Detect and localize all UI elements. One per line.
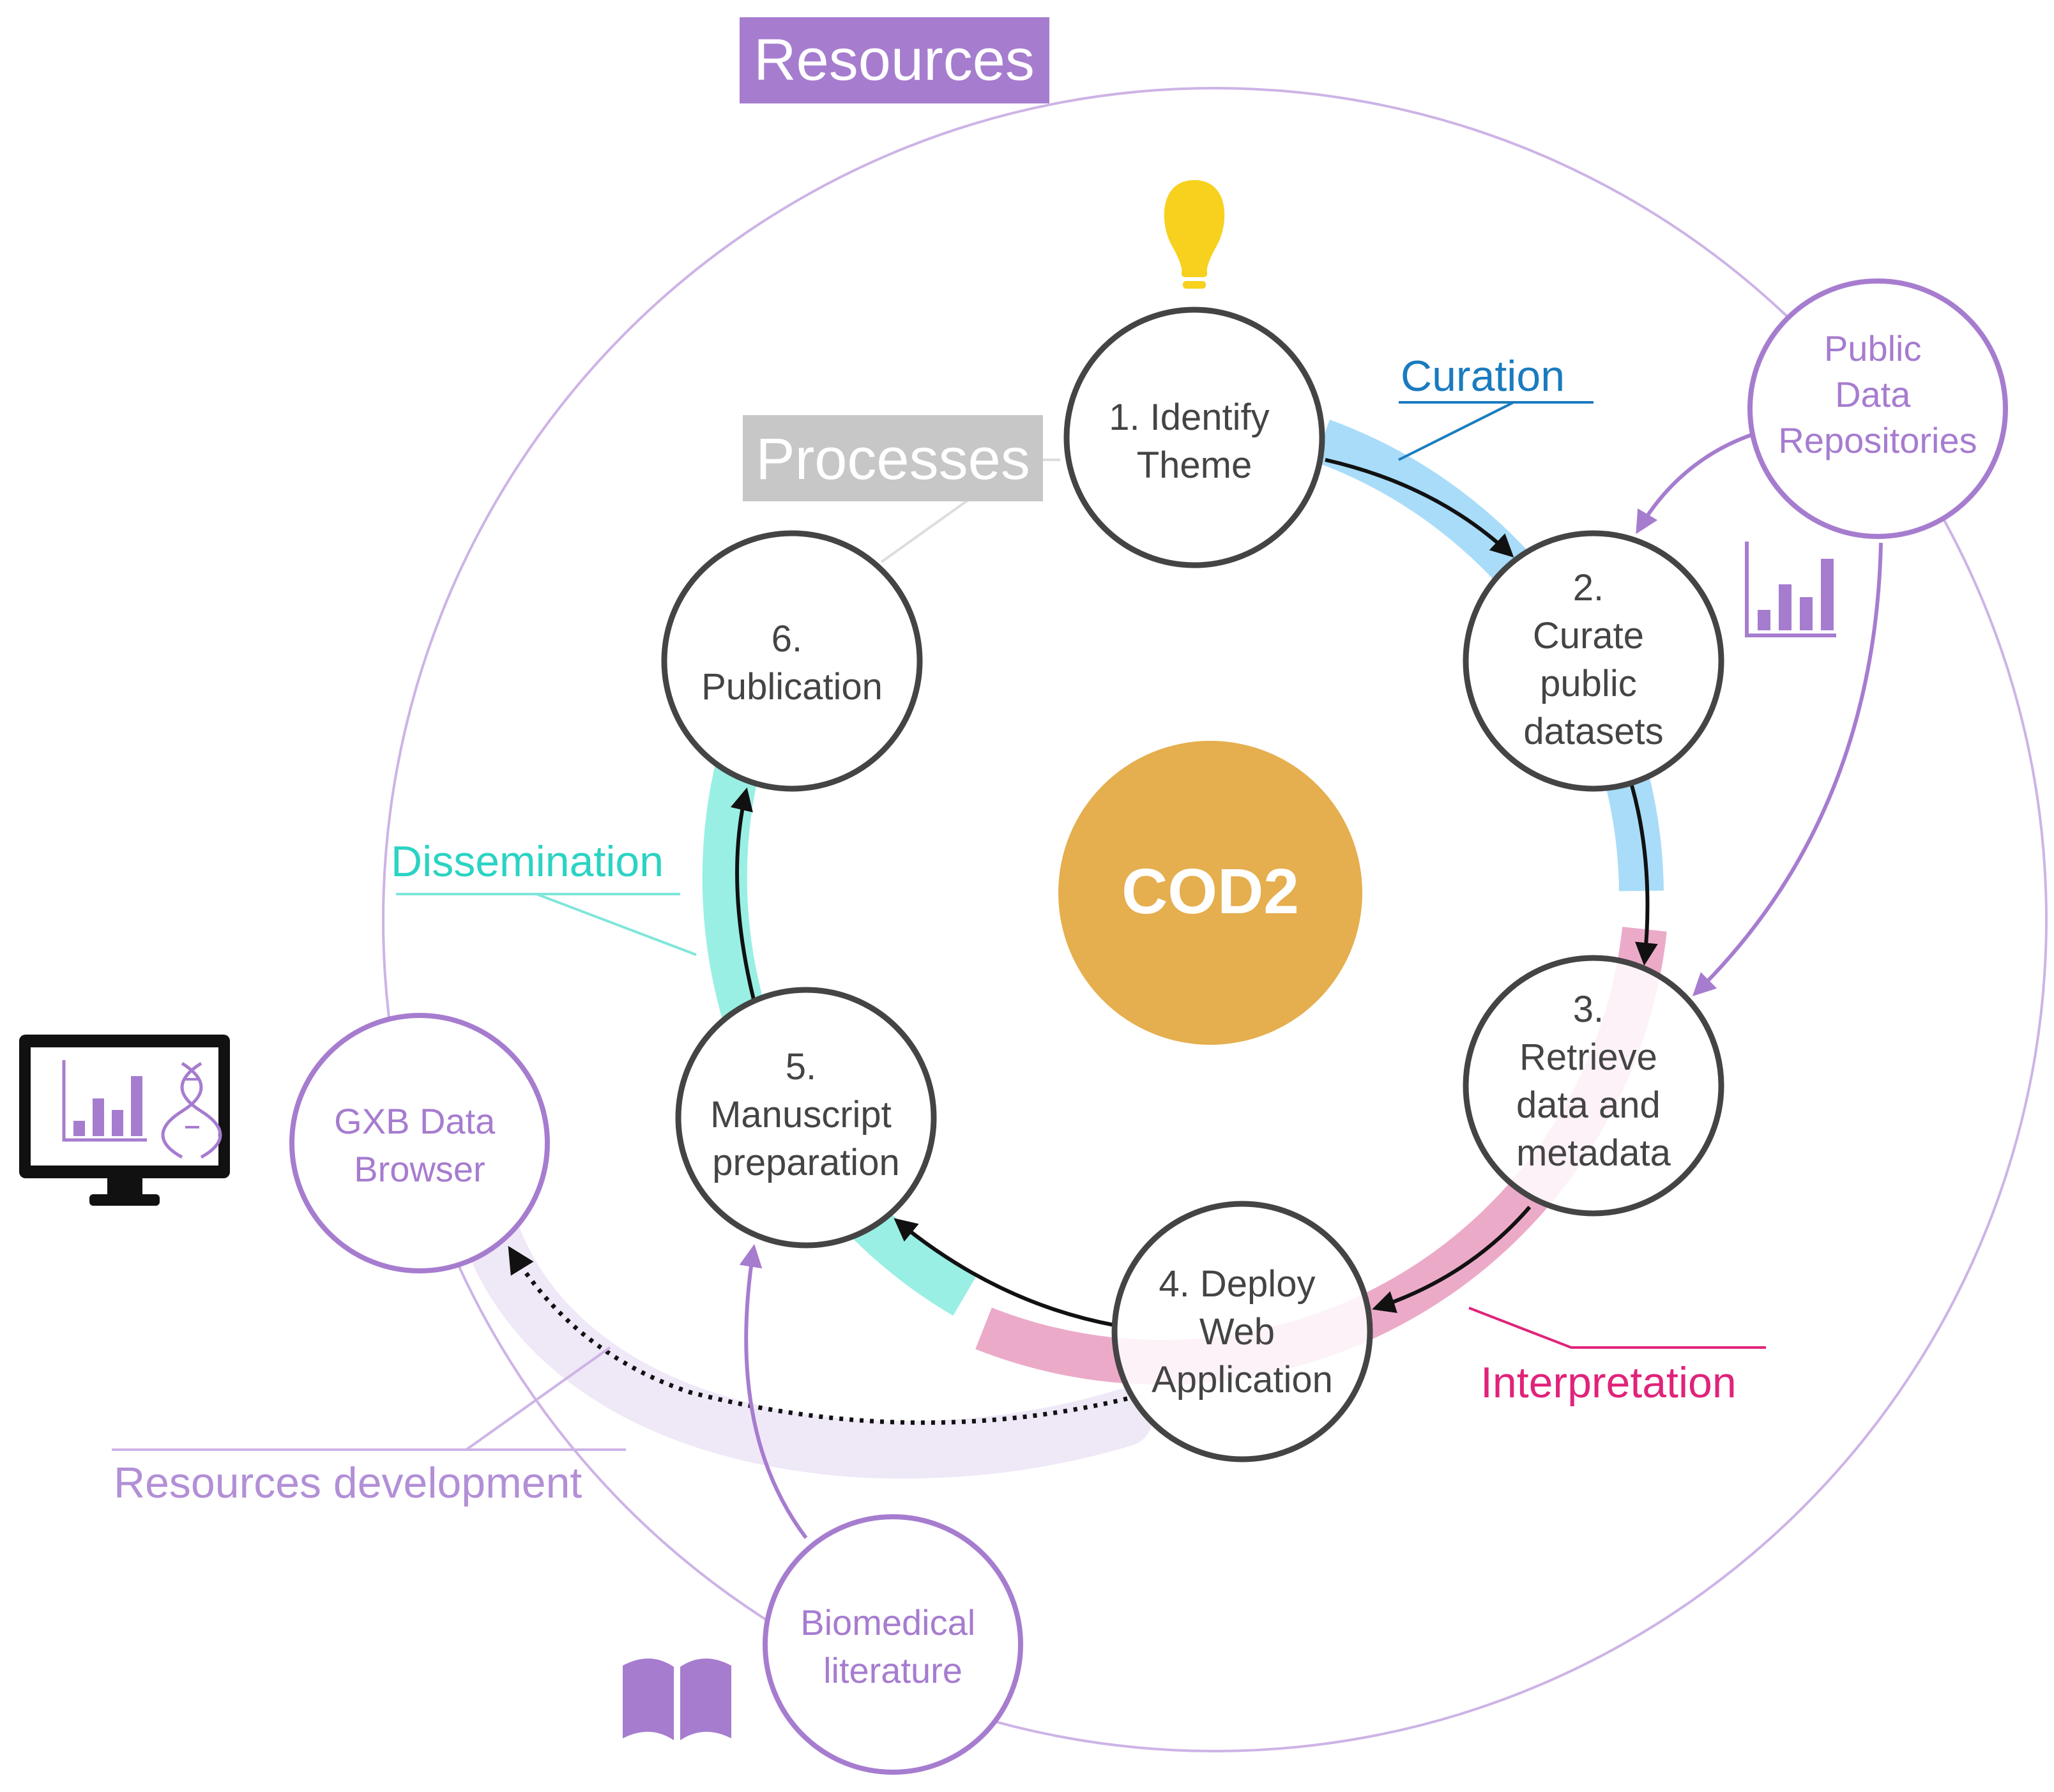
svg-text:3. Retrieve data a: 3. Retrieve data and metadata xyxy=(1516,989,1671,1174)
step-label-line: datasets xyxy=(1523,711,1663,752)
step-retrieve-data-and-metadata: 3. Retrieve data and metadata xyxy=(1463,955,1724,1217)
center-label: COD2 xyxy=(1122,856,1299,927)
step-label-line: Application xyxy=(1152,1359,1333,1401)
step-label-line: 3. xyxy=(1573,989,1604,1030)
arrow-5-to-6 xyxy=(730,787,756,1000)
svg-text:1. Identify Theme: 1. Identify Theme xyxy=(1109,397,1280,486)
svg-text:Biomedical literature: Biomedical literature xyxy=(800,1602,985,1690)
resource-biomedical-literature: Biomedical literature xyxy=(763,1514,1023,1775)
monitor-icon xyxy=(19,1035,230,1206)
arrow-repositories-to-step3 xyxy=(1692,542,1883,997)
resource-gxb-data-browser: GXB Data Browser xyxy=(289,1013,550,1273)
step-label-line: 5. xyxy=(786,1046,816,1088)
step-label-line: public xyxy=(1540,663,1637,704)
dissemination-label: Dissemination xyxy=(391,837,664,886)
bar-chart-icon xyxy=(62,1060,147,1142)
curation-label: Curation xyxy=(1401,352,1565,400)
step-label-line: preparation xyxy=(712,1142,899,1183)
resource-label-line: Browser xyxy=(354,1149,485,1189)
dna-icon xyxy=(161,1061,222,1159)
dissemination-leader-line xyxy=(396,893,697,956)
svg-text:GXB Data Browser: GXB Data Browser xyxy=(334,1101,505,1189)
step-label-line: Web xyxy=(1199,1311,1275,1353)
arrow-3-to-4 xyxy=(1372,1206,1532,1314)
svg-text:4. Deploy Web Appl: 4. Deploy Web Application xyxy=(1152,1263,1333,1401)
resources-development-leader-line xyxy=(112,1346,626,1451)
step-label-line: Theme xyxy=(1137,444,1252,486)
step-label-line: 6. xyxy=(772,618,802,660)
svg-text:Public Data Reposi: Public Data Repositories xyxy=(1778,328,1977,460)
step-curate-public-datasets: 2. Curate public datasets xyxy=(1463,530,1724,792)
resources-development-label: Resources development xyxy=(114,1459,582,1507)
processes-banner-label: Processes xyxy=(756,427,1030,492)
processes-leader-line xyxy=(880,459,1060,563)
step-label-line: Publication xyxy=(701,666,883,708)
arrow-literature-to-step5 xyxy=(739,1243,808,1539)
resources-banner: Resources xyxy=(740,17,1049,103)
arrow-repositories-to-step2 xyxy=(1636,432,1754,535)
arrow-4-to-5 xyxy=(894,1218,1115,1327)
resource-label-line: GXB Data xyxy=(334,1101,496,1141)
resource-label-line: literature xyxy=(823,1650,962,1690)
processes-banner: Processes xyxy=(743,415,1043,501)
step-manuscript-preparation: 5. Manuscript preparation xyxy=(675,987,937,1249)
resources-development-band xyxy=(463,1207,1153,1479)
svg-text:6. Publication: 6. Publication xyxy=(701,618,883,708)
step-label-line: 2. xyxy=(1573,567,1604,609)
arrow-2-to-3 xyxy=(1630,785,1658,966)
arrow-4-to-gxb-dotted xyxy=(508,1245,1128,1425)
resource-label-line: Public xyxy=(1824,328,1922,368)
curation-leader-line xyxy=(1398,401,1594,461)
step-label-line: data and xyxy=(1516,1084,1661,1126)
interpretation-label: Interpretation xyxy=(1480,1358,1737,1407)
step-label-line: 1. Identify xyxy=(1109,397,1269,438)
arrow-1-to-2 xyxy=(1325,458,1514,558)
step-label-line: Manuscript xyxy=(710,1094,892,1135)
resource-public-data-repositories: Public Data Repositories xyxy=(1747,278,2008,539)
resource-label-line: Repositories xyxy=(1778,420,1977,460)
resources-banner-label: Resources xyxy=(754,27,1035,93)
resource-label-line: Data xyxy=(1835,374,1911,414)
svg-text:5. Manuscript prep: 5. Manuscript preparation xyxy=(710,1046,902,1183)
lightbulb-icon xyxy=(1164,180,1225,289)
center-circle xyxy=(1058,741,1362,1045)
step-publication: 6. Publication xyxy=(661,530,923,792)
interpretation-leader-line xyxy=(1468,1307,1766,1349)
step-label-line: Retrieve xyxy=(1519,1036,1657,1078)
step-label-line: 4. Deploy xyxy=(1159,1263,1315,1305)
svg-text:2. Curate public: 2. Curate public datasets xyxy=(1523,567,1663,752)
resources-outer-ring xyxy=(382,87,2048,1752)
bar-chart-icon xyxy=(1745,542,1836,637)
step-identify-theme: 1. Identify Theme xyxy=(1063,307,1325,568)
step-label-line: Curate xyxy=(1533,615,1644,657)
step-label-line: metadata xyxy=(1516,1132,1671,1174)
step-deploy-web-application: 4. Deploy Web Application xyxy=(1111,1201,1373,1462)
resource-label-line: Biomedical xyxy=(800,1602,975,1643)
book-icon xyxy=(623,1658,731,1740)
